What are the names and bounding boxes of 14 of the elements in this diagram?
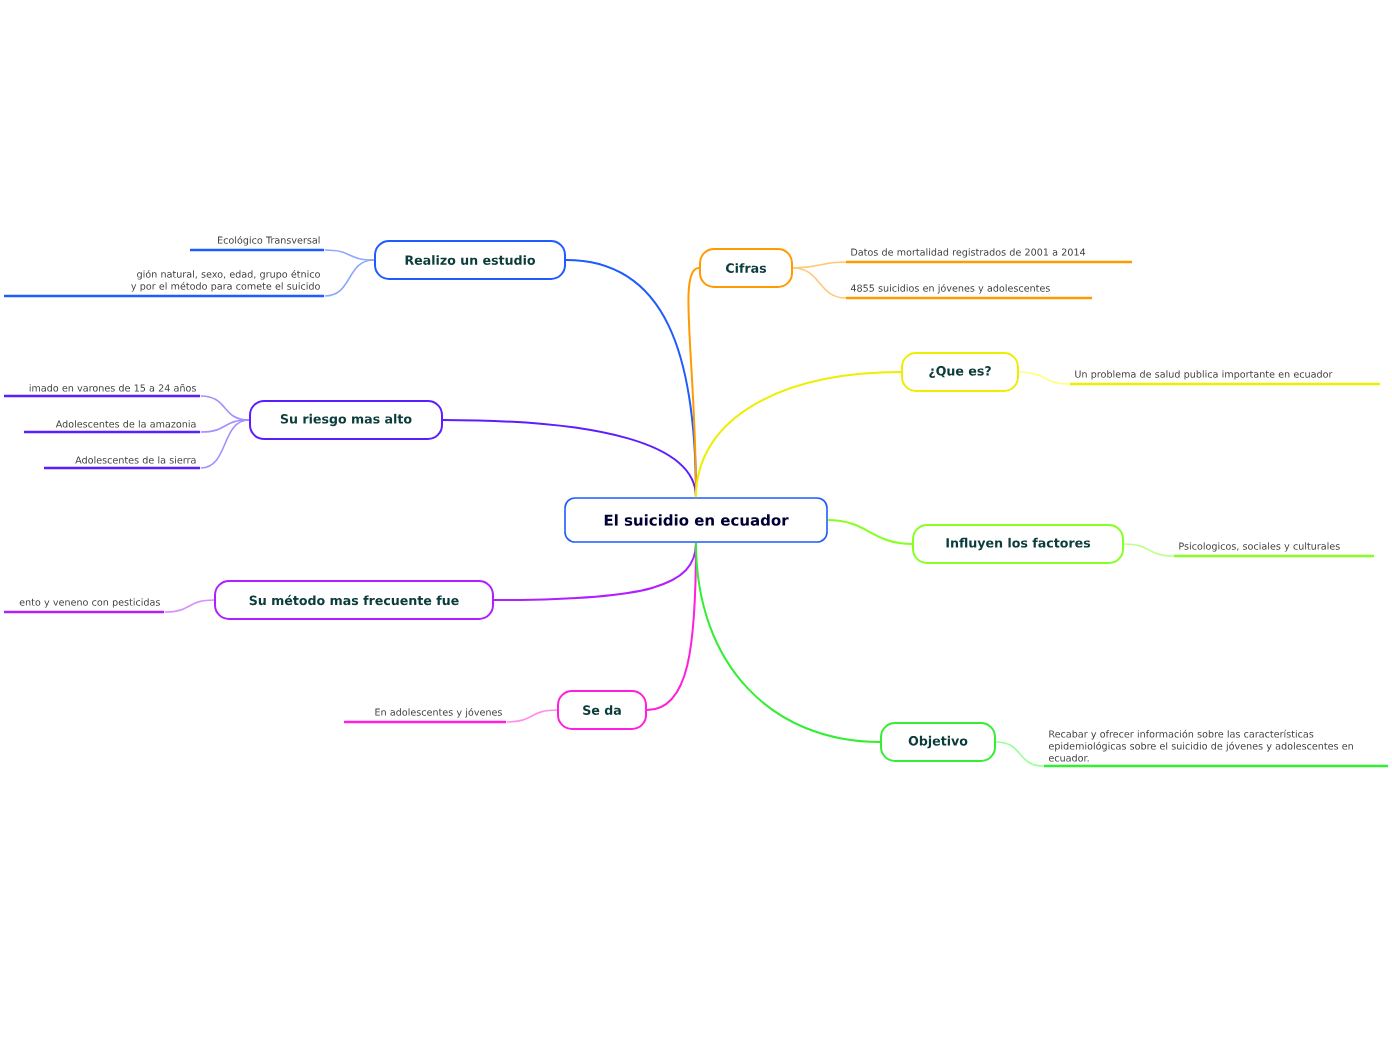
connector (695, 541, 881, 743)
connector (1018, 371, 1071, 385)
connector (792, 267, 847, 299)
connector (200, 419, 250, 469)
connector (200, 419, 250, 433)
connector (826, 519, 913, 545)
connector (324, 259, 375, 297)
connector (792, 261, 847, 269)
connector (995, 741, 1045, 767)
connector (1123, 543, 1175, 557)
connector (164, 599, 215, 613)
connector (506, 709, 558, 723)
connector (695, 371, 902, 499)
connector (324, 249, 375, 261)
